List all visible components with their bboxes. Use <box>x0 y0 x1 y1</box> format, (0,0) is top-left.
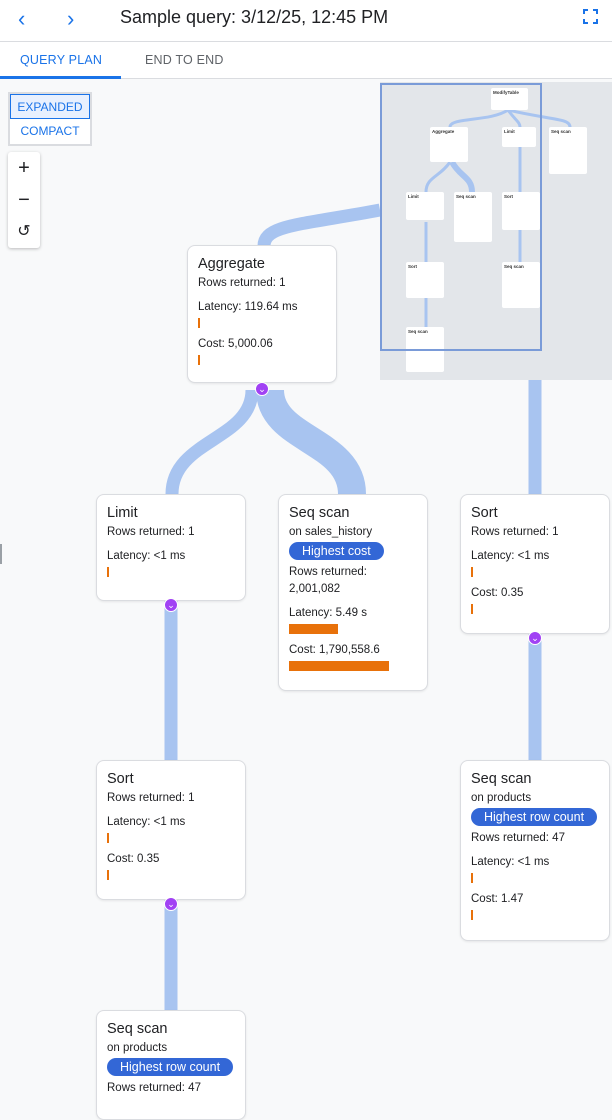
scroll-handle[interactable] <box>0 544 2 564</box>
cost-bar <box>107 870 109 880</box>
node-title: Seq scan <box>107 1021 168 1037</box>
node-title: Sort <box>471 505 498 521</box>
cost: Cost: 0.35 <box>471 587 524 599</box>
node-title: Limit <box>107 505 138 521</box>
active-tab-indicator <box>0 76 121 79</box>
minimap-node: Seq scan <box>454 192 492 242</box>
fullscreen-icon[interactable] <box>583 9 598 24</box>
node-title: Seq scan <box>289 505 350 521</box>
edge-aggregate-seqscan <box>256 388 366 496</box>
zoom-in-button[interactable]: + <box>18 157 30 179</box>
edge-aggregate-parent <box>257 203 382 247</box>
node-seq-scan-products-right[interactable]: Seq scan on products Highest row count R… <box>460 760 610 941</box>
cost: Cost: 1,790,558.6 <box>289 644 380 656</box>
cost-bar <box>471 910 473 920</box>
table-name: on products <box>471 792 532 804</box>
tab-bar: QUERY PLAN END TO END <box>0 42 612 79</box>
tab-end-to-end[interactable]: END TO END <box>145 53 224 67</box>
forward-button[interactable]: › <box>67 6 75 31</box>
node-title: Aggregate <box>198 256 265 272</box>
node-seq-scan-sales-history[interactable]: Seq scan on sales_history Highest cost R… <box>278 494 428 691</box>
rows-returned-label: Rows returned: <box>289 566 367 578</box>
cost-bar <box>198 355 200 365</box>
page-title: Sample query: 3/12/25, 12:45 PM <box>120 7 389 27</box>
highest-cost-badge: Highest cost <box>289 542 384 560</box>
expanded-option[interactable]: EXPANDED <box>10 94 90 119</box>
node-title: Sort <box>107 771 134 787</box>
latency: Latency: 5.49 s <box>289 607 367 619</box>
highest-row-count-badge: Highest row count <box>471 808 598 826</box>
node-aggregate[interactable]: Aggregate Rows returned: 1 Latency: 119.… <box>187 245 337 383</box>
rows-returned: Rows returned: 1 <box>471 526 559 538</box>
zoom-out-button[interactable]: − <box>18 189 30 211</box>
latency: Latency: <1 ms <box>471 856 550 868</box>
latency-bar <box>107 833 109 843</box>
minimap-node: Seq scan <box>502 262 540 308</box>
expand-icon[interactable]: ⌄ <box>528 631 542 645</box>
node-limit[interactable]: Limit Rows returned: 1 Latency: <1 ms <box>96 494 246 601</box>
edge-aggregate-limit <box>165 389 259 495</box>
latency: Latency: 119.64 ms <box>198 301 298 313</box>
cost-bar <box>471 604 473 614</box>
minimap-edges <box>424 108 572 327</box>
latency-bar <box>289 624 338 634</box>
latency: Latency: <1 ms <box>107 550 186 562</box>
rows-returned: Rows returned: 1 <box>198 277 286 289</box>
latency-bar <box>471 567 473 577</box>
rows-returned: Rows returned: 1 <box>107 792 195 804</box>
expand-icon[interactable]: ⌄ <box>164 897 178 911</box>
minimap-node: Seq scan <box>549 127 587 174</box>
node-seq-scan-products-left[interactable]: Seq scan on products Highest row count R… <box>96 1010 246 1120</box>
minimap-node: Aggregate <box>430 127 468 162</box>
latency-bar <box>107 567 109 577</box>
tab-query-plan[interactable]: QUERY PLAN <box>20 53 103 67</box>
latency-bar <box>471 873 473 883</box>
minimap-node: Sort <box>502 192 540 230</box>
cost: Cost: 1.47 <box>471 893 524 905</box>
node-sort-left[interactable]: Sort Rows returned: 1 Latency: <1 ms Cos… <box>96 760 246 900</box>
minimap-node: Limit <box>502 127 536 147</box>
latency: Latency: <1 ms <box>471 550 550 562</box>
cost: Cost: 0.35 <box>107 853 160 865</box>
back-button[interactable]: ‹ <box>18 6 26 31</box>
header: ‹ › Sample query: 3/12/25, 12:45 PM <box>0 0 612 42</box>
rows-returned: Rows returned: 47 <box>471 832 565 844</box>
zoom-controls: + − ↺ <box>8 152 40 248</box>
view-toggle: EXPANDED COMPACT <box>8 92 92 146</box>
expand-icon[interactable]: ⌄ <box>255 382 269 396</box>
latency: Latency: <1 ms <box>107 816 186 828</box>
latency-bar <box>198 318 200 328</box>
cost: Cost: 5,000.06 <box>198 338 273 350</box>
table-name: on sales_history <box>289 526 373 538</box>
rows-returned: 2,001,082 <box>289 583 341 595</box>
expand-icon[interactable]: ⌄ <box>164 598 178 612</box>
node-title: Seq scan <box>471 771 532 787</box>
minimap-node: Limit <box>406 192 444 220</box>
minimap-node: Sort <box>406 262 444 298</box>
highest-row-count-badge: Highest row count <box>107 1058 234 1076</box>
compact-option[interactable]: COMPACT <box>20 124 80 138</box>
minimap[interactable]: ModifyTable Aggregate Limit Seq scan Lim… <box>380 82 612 380</box>
rows-returned: Rows returned: 47 <box>107 1082 201 1094</box>
reset-zoom-button[interactable]: ↺ <box>17 223 31 240</box>
node-sort-right[interactable]: Sort Rows returned: 1 Latency: <1 ms Cos… <box>460 494 610 634</box>
rows-returned: Rows returned: 1 <box>107 526 195 538</box>
cost-bar <box>289 661 389 671</box>
minimap-node: ModifyTable <box>491 88 528 110</box>
minimap-viewport[interactable] <box>380 83 542 351</box>
table-name: on products <box>107 1042 168 1054</box>
